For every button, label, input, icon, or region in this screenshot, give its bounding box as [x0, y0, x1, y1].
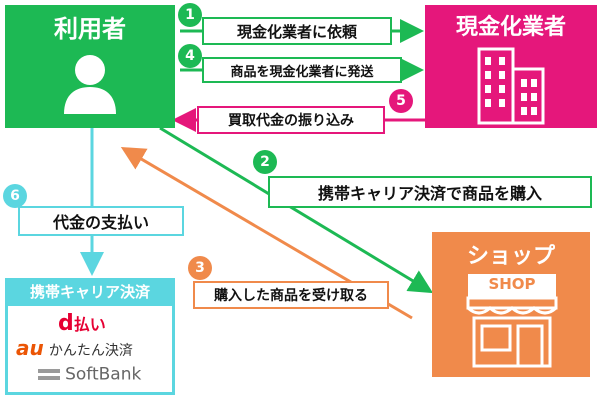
person-icon: [64, 55, 116, 114]
cash-business-box: 現金化業者: [425, 5, 597, 128]
shop-box: ショップ SHOP: [432, 232, 590, 377]
step-3-badge: 3: [188, 256, 212, 280]
au-logo: au かんたん決済: [16, 336, 133, 360]
shop-sign-text: SHOP: [488, 275, 536, 293]
step-6-badge: 6: [3, 184, 27, 208]
carrier-box: 携帯キャリア決済 d払い au かんたん決済 SoftBank: [5, 278, 175, 395]
cash-business-title: 現金化業者: [455, 15, 566, 40]
au-text: かんたん決済: [48, 343, 133, 359]
step-2-label: 携帯キャリア決済で商品を購入: [268, 176, 592, 208]
softbank-text: SoftBank: [65, 364, 142, 385]
d-text: 払い: [73, 315, 106, 334]
d-barai-logo: d払い: [58, 311, 106, 336]
step-1-label: 現金化業者に依頼: [202, 17, 392, 45]
step-5-badge: 5: [389, 89, 413, 113]
au-letters: au: [16, 336, 44, 360]
d-letter: d: [58, 311, 74, 336]
softbank-mark-icon: [38, 368, 60, 380]
step-3-label: 購入した商品を受け取る: [193, 281, 389, 309]
arrow-step-2: [159, 126, 434, 294]
user-title: 利用者: [54, 15, 126, 43]
carrier-title: 携帯キャリア決済: [5, 278, 175, 306]
shop-icon: [466, 274, 558, 368]
step-5-label: 買取代金の振り込み: [197, 106, 385, 134]
shop-title: ショップ: [466, 244, 555, 269]
building-icon: [477, 47, 545, 125]
step-6-label: 代金の支払い: [18, 206, 184, 236]
step-4-label: 商品を現金化業者に発送: [202, 57, 402, 83]
softbank-logo: SoftBank: [38, 364, 141, 385]
user-box: 利用者: [5, 5, 175, 128]
step-2-badge: 2: [253, 150, 277, 174]
step-1-badge: 1: [178, 3, 202, 27]
step-4-badge: 4: [178, 44, 202, 68]
